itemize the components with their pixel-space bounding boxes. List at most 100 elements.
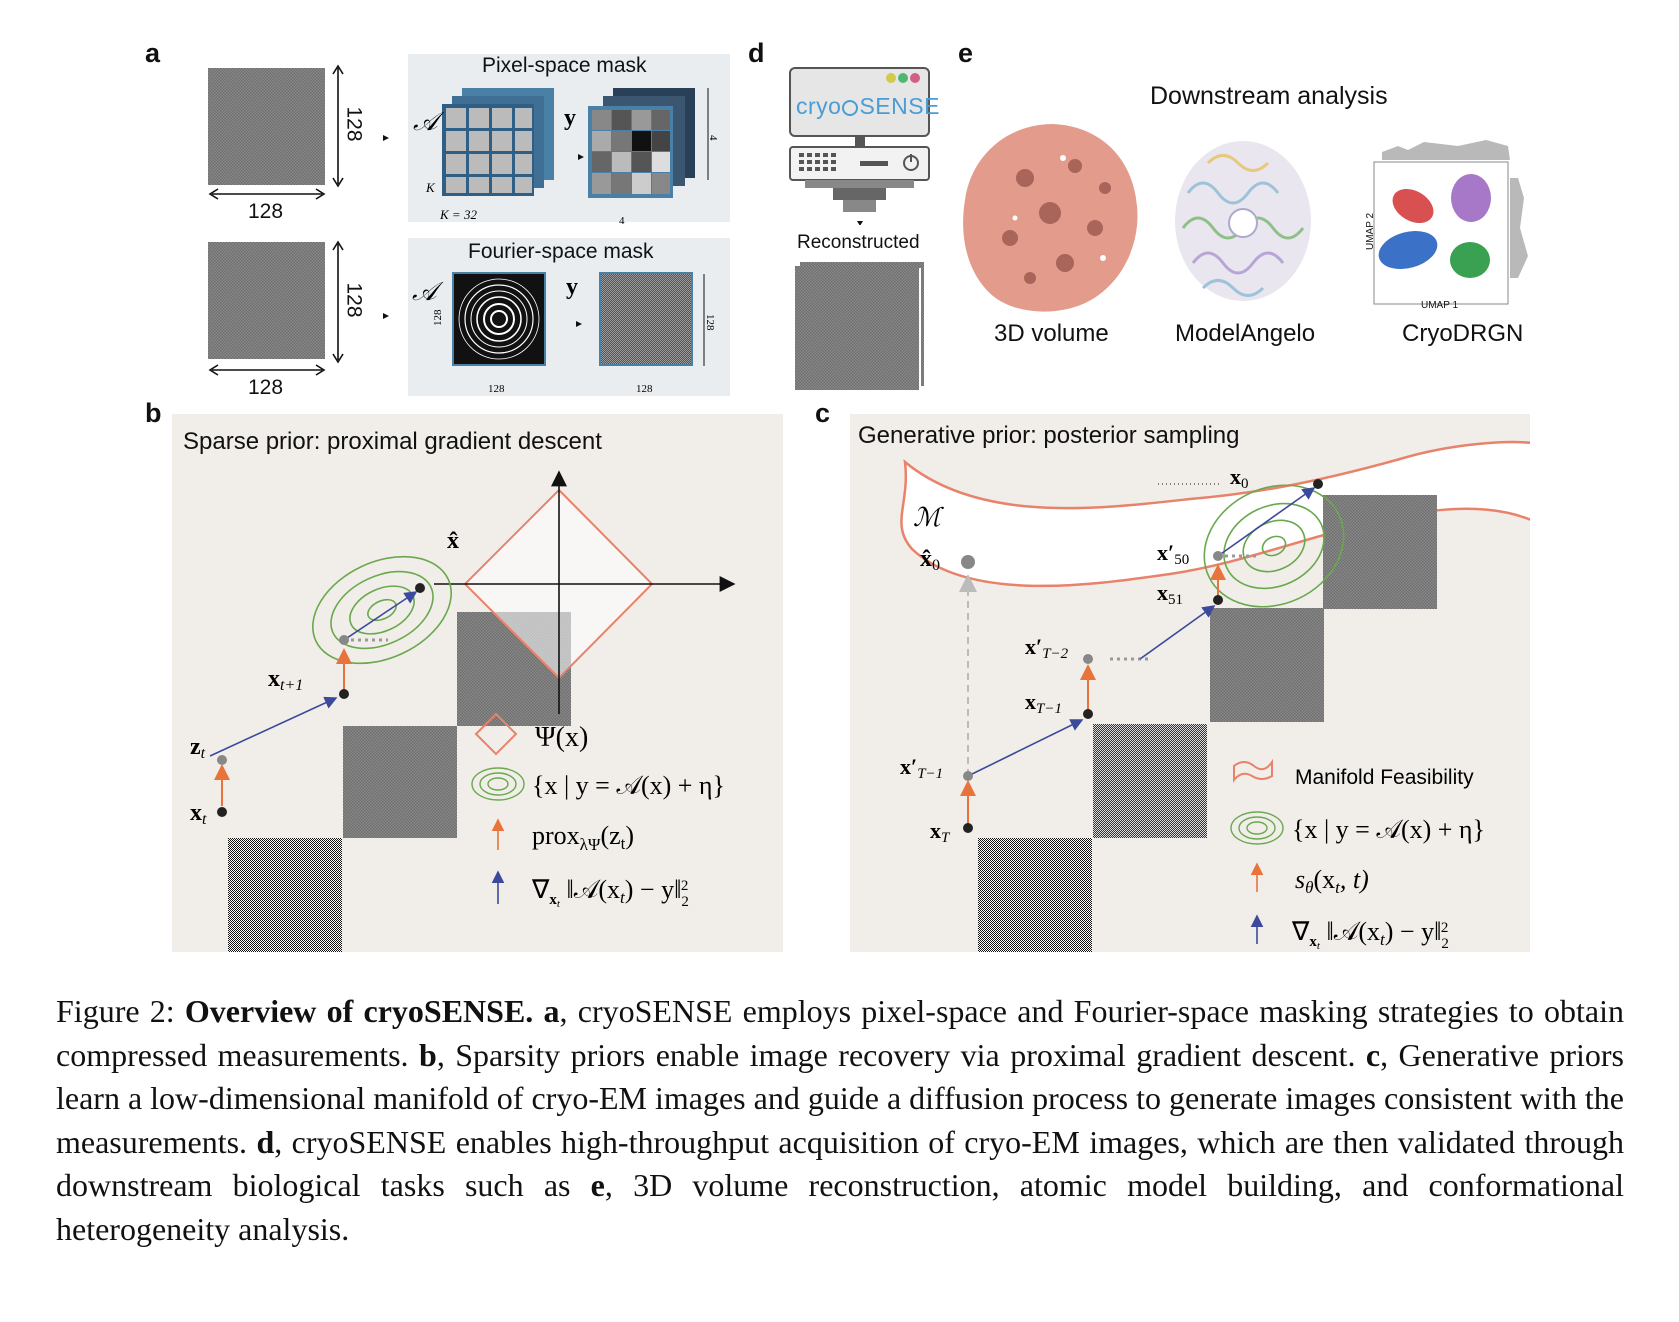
label-xT1-prime: x′ xyxy=(900,754,917,779)
svg-text:𝒜: 𝒜 xyxy=(413,107,445,136)
downstream-title: Downstream analysis xyxy=(1150,82,1388,110)
logo-text-right: SENSE xyxy=(859,93,940,119)
label-xT2: x′ xyxy=(1025,634,1042,659)
noise-image-b-1 xyxy=(228,838,342,952)
svg-text:128: 128 xyxy=(704,314,716,331)
legend-manifold-icon xyxy=(1233,758,1273,783)
svg-text:xt: xt xyxy=(190,800,207,828)
label-xT2-sub: T−2 xyxy=(1042,646,1068,662)
label-x51: x xyxy=(1157,580,1168,605)
svg-text:128: 128 xyxy=(636,383,653,395)
panel-label-d: d xyxy=(748,38,765,68)
svg-text:y: y xyxy=(566,274,578,300)
noise-image-c-2 xyxy=(1093,724,1207,838)
pixel-mask-stack: 𝒜 y K K = 32 4 4 xyxy=(413,88,719,225)
svg-text:x51: x51 xyxy=(1157,580,1183,608)
label-xhat: x̂ xyxy=(447,528,459,554)
caption-e: e xyxy=(590,1167,605,1203)
fourier-measurement xyxy=(601,274,691,364)
label-xt1: x xyxy=(268,666,280,692)
cryodrgn-umap xyxy=(1373,140,1528,305)
pixel-space-title: Pixel-space mask xyxy=(482,54,647,77)
svg-text:xT−1: xT−1 xyxy=(1025,689,1062,717)
caption-d: d xyxy=(256,1123,275,1160)
dim-width-1: 128 xyxy=(248,200,284,223)
caption-b: b xyxy=(419,1036,437,1073)
label-xT-sub: T xyxy=(941,830,951,846)
logo-text-left: cryo xyxy=(796,93,842,119)
svg-text:xT: xT xyxy=(930,818,951,846)
label-3d-volume: 3D volume xyxy=(994,320,1109,347)
caption-a: a xyxy=(543,993,560,1029)
legend-score-args: (x xyxy=(1313,865,1335,894)
label-x51-sub: 51 xyxy=(1168,592,1183,608)
legend-diamond-icon xyxy=(474,712,518,756)
label-x0: x xyxy=(1230,464,1241,489)
volume-3d-render xyxy=(963,124,1138,312)
legend-c-norm-sup: 2 xyxy=(1441,920,1449,936)
svg-text:∇xt ‖𝒜(xt) − y‖22: ∇xt ‖𝒜(xt) − y‖22 xyxy=(531,875,689,910)
caption-title: Overview of cryoSENSE. xyxy=(184,993,534,1029)
manifold-band xyxy=(900,440,1530,588)
dim-width-2: 128 xyxy=(248,376,284,399)
svg-text:x′T−1: x′T−1 xyxy=(900,754,943,782)
legend-c-norm-close: ) − y‖ xyxy=(1385,917,1442,946)
svg-text:y: y xyxy=(564,105,576,131)
panel-label-c: c xyxy=(815,398,831,428)
svg-text:x′T−2: x′T−2 xyxy=(1025,634,1069,662)
svg-text:x̂0: x̂0 xyxy=(920,546,940,574)
label-cryodrgn: CryoDRGN xyxy=(1402,320,1524,347)
svg-text:K = 32: K = 32 xyxy=(439,207,477,222)
svg-text:K: K xyxy=(425,180,436,195)
noise-image-b-2 xyxy=(343,726,457,838)
legend-c-norm: ‖𝒜(x xyxy=(1320,917,1380,946)
label-xT: x xyxy=(930,818,941,843)
caption-prefix: Figure 2: xyxy=(56,993,185,1029)
legend-prox-close: ) xyxy=(625,821,634,850)
legend-score-args-sub: t xyxy=(1335,878,1341,897)
svg-text:128: 128 xyxy=(432,309,444,326)
label-manifold: ℳ xyxy=(913,503,944,532)
legend-nabla-sub: x xyxy=(549,892,557,908)
legend-prox-sub: λΨ xyxy=(580,835,601,854)
svg-text:∇xt ‖𝒜(xt) − y‖22: ∇xt ‖𝒜(xt) − y‖22 xyxy=(1291,917,1449,952)
legend-c-nabla: ∇ xyxy=(1291,917,1310,946)
noise-image-c-3 xyxy=(1210,608,1324,722)
legend-c-nabla-sub: x xyxy=(1309,934,1317,950)
label-x50: x′ xyxy=(1157,540,1174,565)
legend-norm-t: t xyxy=(620,888,626,907)
label-xT1-sub: T−1 xyxy=(1036,701,1062,717)
figure-caption: Figure 2: Overview of cryoSENSE. a, cryo… xyxy=(56,990,1624,1251)
legend-nabla-subsub: t xyxy=(557,898,561,910)
panel-label-e: e xyxy=(958,38,974,68)
reconstructed-label: Reconstructed xyxy=(797,232,920,253)
cryosense-logo: cryo SENSE xyxy=(796,93,940,120)
umap-x-label: UMAP 1 xyxy=(1421,300,1459,311)
svg-text:𝒜: 𝒜 xyxy=(412,277,444,306)
label-xT1-prime-sub: T−1 xyxy=(917,766,943,782)
modelangelo-render xyxy=(1175,141,1311,301)
svg-text:x′50: x′50 xyxy=(1157,540,1189,568)
caption-a-text: , cryoSENSE employs pixel-space and Four… xyxy=(56,993,1625,1073)
reconstructed-image xyxy=(795,266,919,390)
label-xt1-sub: t+1 xyxy=(280,677,303,694)
legend-psi: Ψ(x) xyxy=(535,722,588,753)
legend-nabla: ∇ xyxy=(531,875,550,904)
label-modelangelo: ModelAngelo xyxy=(1175,320,1316,347)
computer-illustration xyxy=(789,67,930,225)
logo-power-icon xyxy=(842,100,859,116)
panel-c-diagram: ℳ x̂0 x0 x′50 x51 x′T−2 xT−1 x′T−1 xT Ma… xyxy=(900,464,1485,952)
legend-c-norm-sub: 2 xyxy=(1441,936,1449,952)
legend-set: {x | y = 𝒜(x) + η} xyxy=(532,771,725,800)
legend-prox: prox xyxy=(532,821,580,850)
legend-norm-sup: 2 xyxy=(681,878,689,894)
legend-prox-arg-sub: t xyxy=(621,834,626,853)
umap-y-label: UMAP 2 xyxy=(1365,212,1377,251)
panel-c-title: Generative prior: posterior sampling xyxy=(858,422,1240,449)
legend-c-nabla-subsub: t xyxy=(1317,940,1321,952)
label-x0-hat: x̂ xyxy=(920,546,932,572)
legend-manifold-label: Manifold Feasibility xyxy=(1295,766,1474,789)
svg-text:128: 128 xyxy=(488,383,505,395)
svg-text:zt: zt xyxy=(190,734,206,762)
label-xT1: x xyxy=(1025,689,1036,714)
